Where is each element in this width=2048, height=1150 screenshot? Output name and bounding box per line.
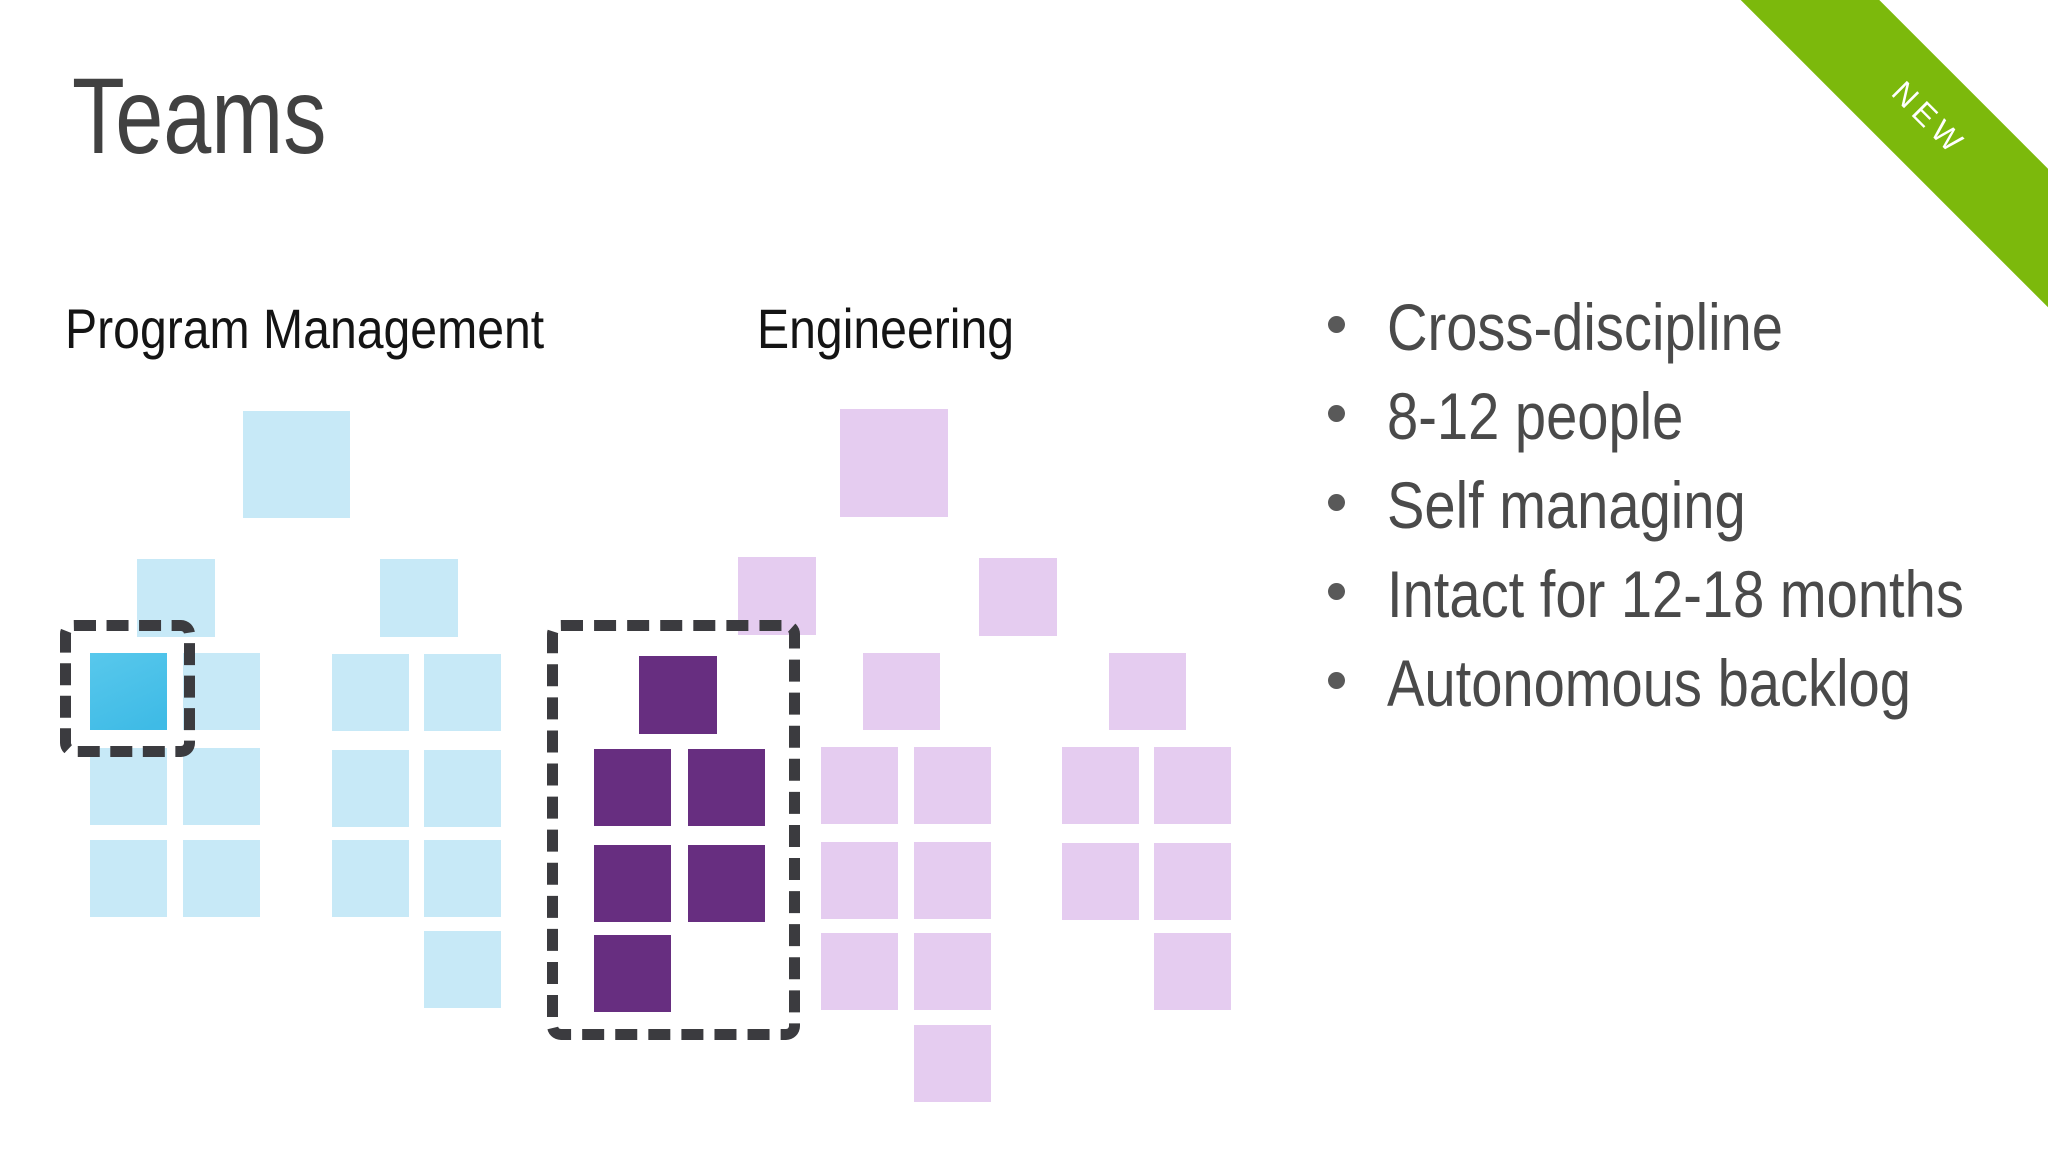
eng-teamB-sublead-square xyxy=(863,653,940,730)
pm-team2-member-square xyxy=(424,840,501,917)
bullet-item-text: Autonomous backlog xyxy=(1387,646,1911,720)
label-engineering: Engineering xyxy=(757,297,1015,360)
pm-team2-member-square xyxy=(424,654,501,731)
bullet-item-text: Intact for 12-18 months xyxy=(1387,557,1964,631)
eng-teamB-member-square xyxy=(914,1025,991,1102)
bullet-item: Intact for 12-18 months xyxy=(1328,550,2048,639)
eng-teamB-member-square xyxy=(914,842,991,919)
eng-teamA-member-square xyxy=(594,935,671,1012)
pm-team2-member-square xyxy=(332,840,409,917)
eng-teamA-member-square xyxy=(688,845,765,922)
bullet-item-text: 8-12 people xyxy=(1387,379,1684,453)
eng-teamB-member-square xyxy=(914,747,991,824)
bullet-item: 8-12 people xyxy=(1328,372,2048,461)
eng-teamC-lead-square xyxy=(1109,653,1186,730)
pm-team1-member-square xyxy=(183,748,260,825)
ribbon-label: NEW xyxy=(1885,74,1974,163)
eng-teamA-member-square xyxy=(594,845,671,922)
eng-teamB-member-square xyxy=(821,842,898,919)
pm-team2-lead-square xyxy=(380,559,458,637)
bullet-item-text: Self managing xyxy=(1387,468,1746,542)
pm-team1-member-square xyxy=(183,840,260,917)
slide-title: Teams xyxy=(72,55,327,176)
eng-teamC-member-square xyxy=(1154,843,1231,920)
pm-team2-member-square xyxy=(424,750,501,827)
pm-team2-member-square xyxy=(332,750,409,827)
pm-team1-member-square xyxy=(183,653,260,730)
eng-teamA-member-square xyxy=(594,749,671,826)
bullet-item: Cross-discipline xyxy=(1328,283,2048,372)
pm-team1-highlighted-square xyxy=(90,653,167,730)
eng-teamC-member-square xyxy=(1154,933,1231,1010)
bullet-item: Self managing xyxy=(1328,461,2048,550)
eng-teamA-member-square xyxy=(688,749,765,826)
eng-teamA-sublead-square xyxy=(639,656,717,734)
bullet-item: Autonomous backlog xyxy=(1328,639,2048,728)
pm-team2-member-square xyxy=(424,931,501,1008)
pm-team2-member-square xyxy=(332,654,409,731)
eng-team-dashed-box xyxy=(547,620,800,1040)
eng-teamB-member-square xyxy=(914,933,991,1010)
eng-teamC-member-square xyxy=(1062,843,1139,920)
eng-teamC-member-square xyxy=(1154,747,1231,824)
pm-manager-square xyxy=(243,411,350,518)
pm-team1-member-square xyxy=(90,748,167,825)
eng-teamB-lead-square xyxy=(979,558,1057,636)
pm-team1-member-square xyxy=(90,840,167,917)
eng-teamB-member-square xyxy=(821,747,898,824)
pm-highlight-dashed-box xyxy=(60,620,195,757)
eng-teamC-member-square xyxy=(1062,747,1139,824)
eng-teamB-member-square xyxy=(821,933,898,1010)
bullet-item-text: Cross-discipline xyxy=(1387,290,1783,364)
eng-manager-square xyxy=(840,409,948,517)
label-program-management: Program Management xyxy=(65,297,545,360)
